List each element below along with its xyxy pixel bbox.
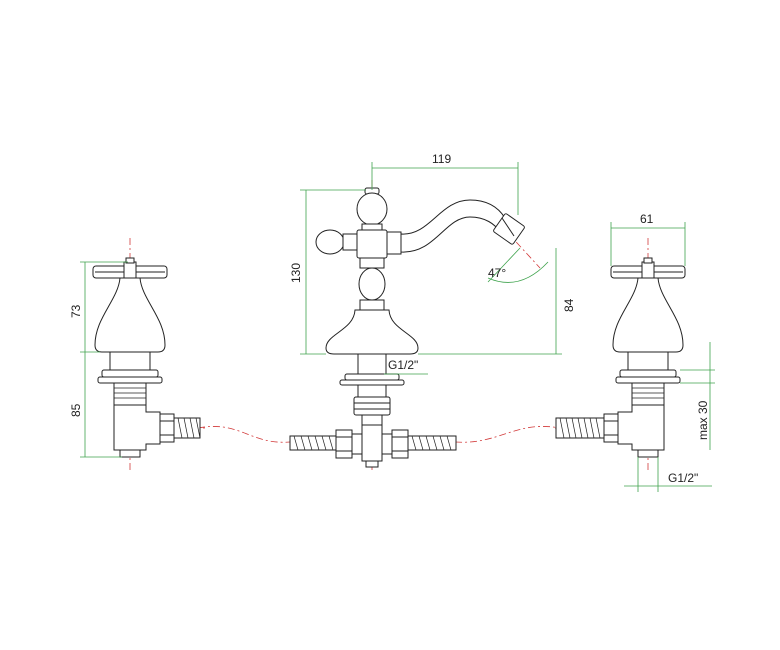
distribution-tee bbox=[289, 424, 457, 468]
dimension-lines bbox=[80, 162, 715, 492]
hose-paths bbox=[197, 426, 561, 443]
label-spout-reach: 119 bbox=[432, 152, 451, 166]
label-max-deck-thickness: max 30 bbox=[696, 400, 710, 440]
label-tap-height: 130 bbox=[289, 263, 303, 283]
dimension-labels: 119 130 84 47° G1/2" 73 85 61 max 30 G1/… bbox=[69, 152, 710, 485]
right-valve bbox=[555, 257, 686, 458]
label-valve-connection: G1/2" bbox=[668, 471, 698, 485]
label-valve-body-height: 85 bbox=[69, 403, 83, 417]
label-spout-height: 84 bbox=[562, 298, 576, 312]
label-handle-width: 61 bbox=[640, 212, 654, 226]
label-spout-angle: 47° bbox=[488, 266, 506, 280]
label-handle-height: 73 bbox=[69, 304, 83, 318]
left-valve bbox=[92, 257, 201, 458]
label-spout-connection: G1/2" bbox=[388, 358, 418, 372]
central-mixer bbox=[315, 187, 525, 426]
